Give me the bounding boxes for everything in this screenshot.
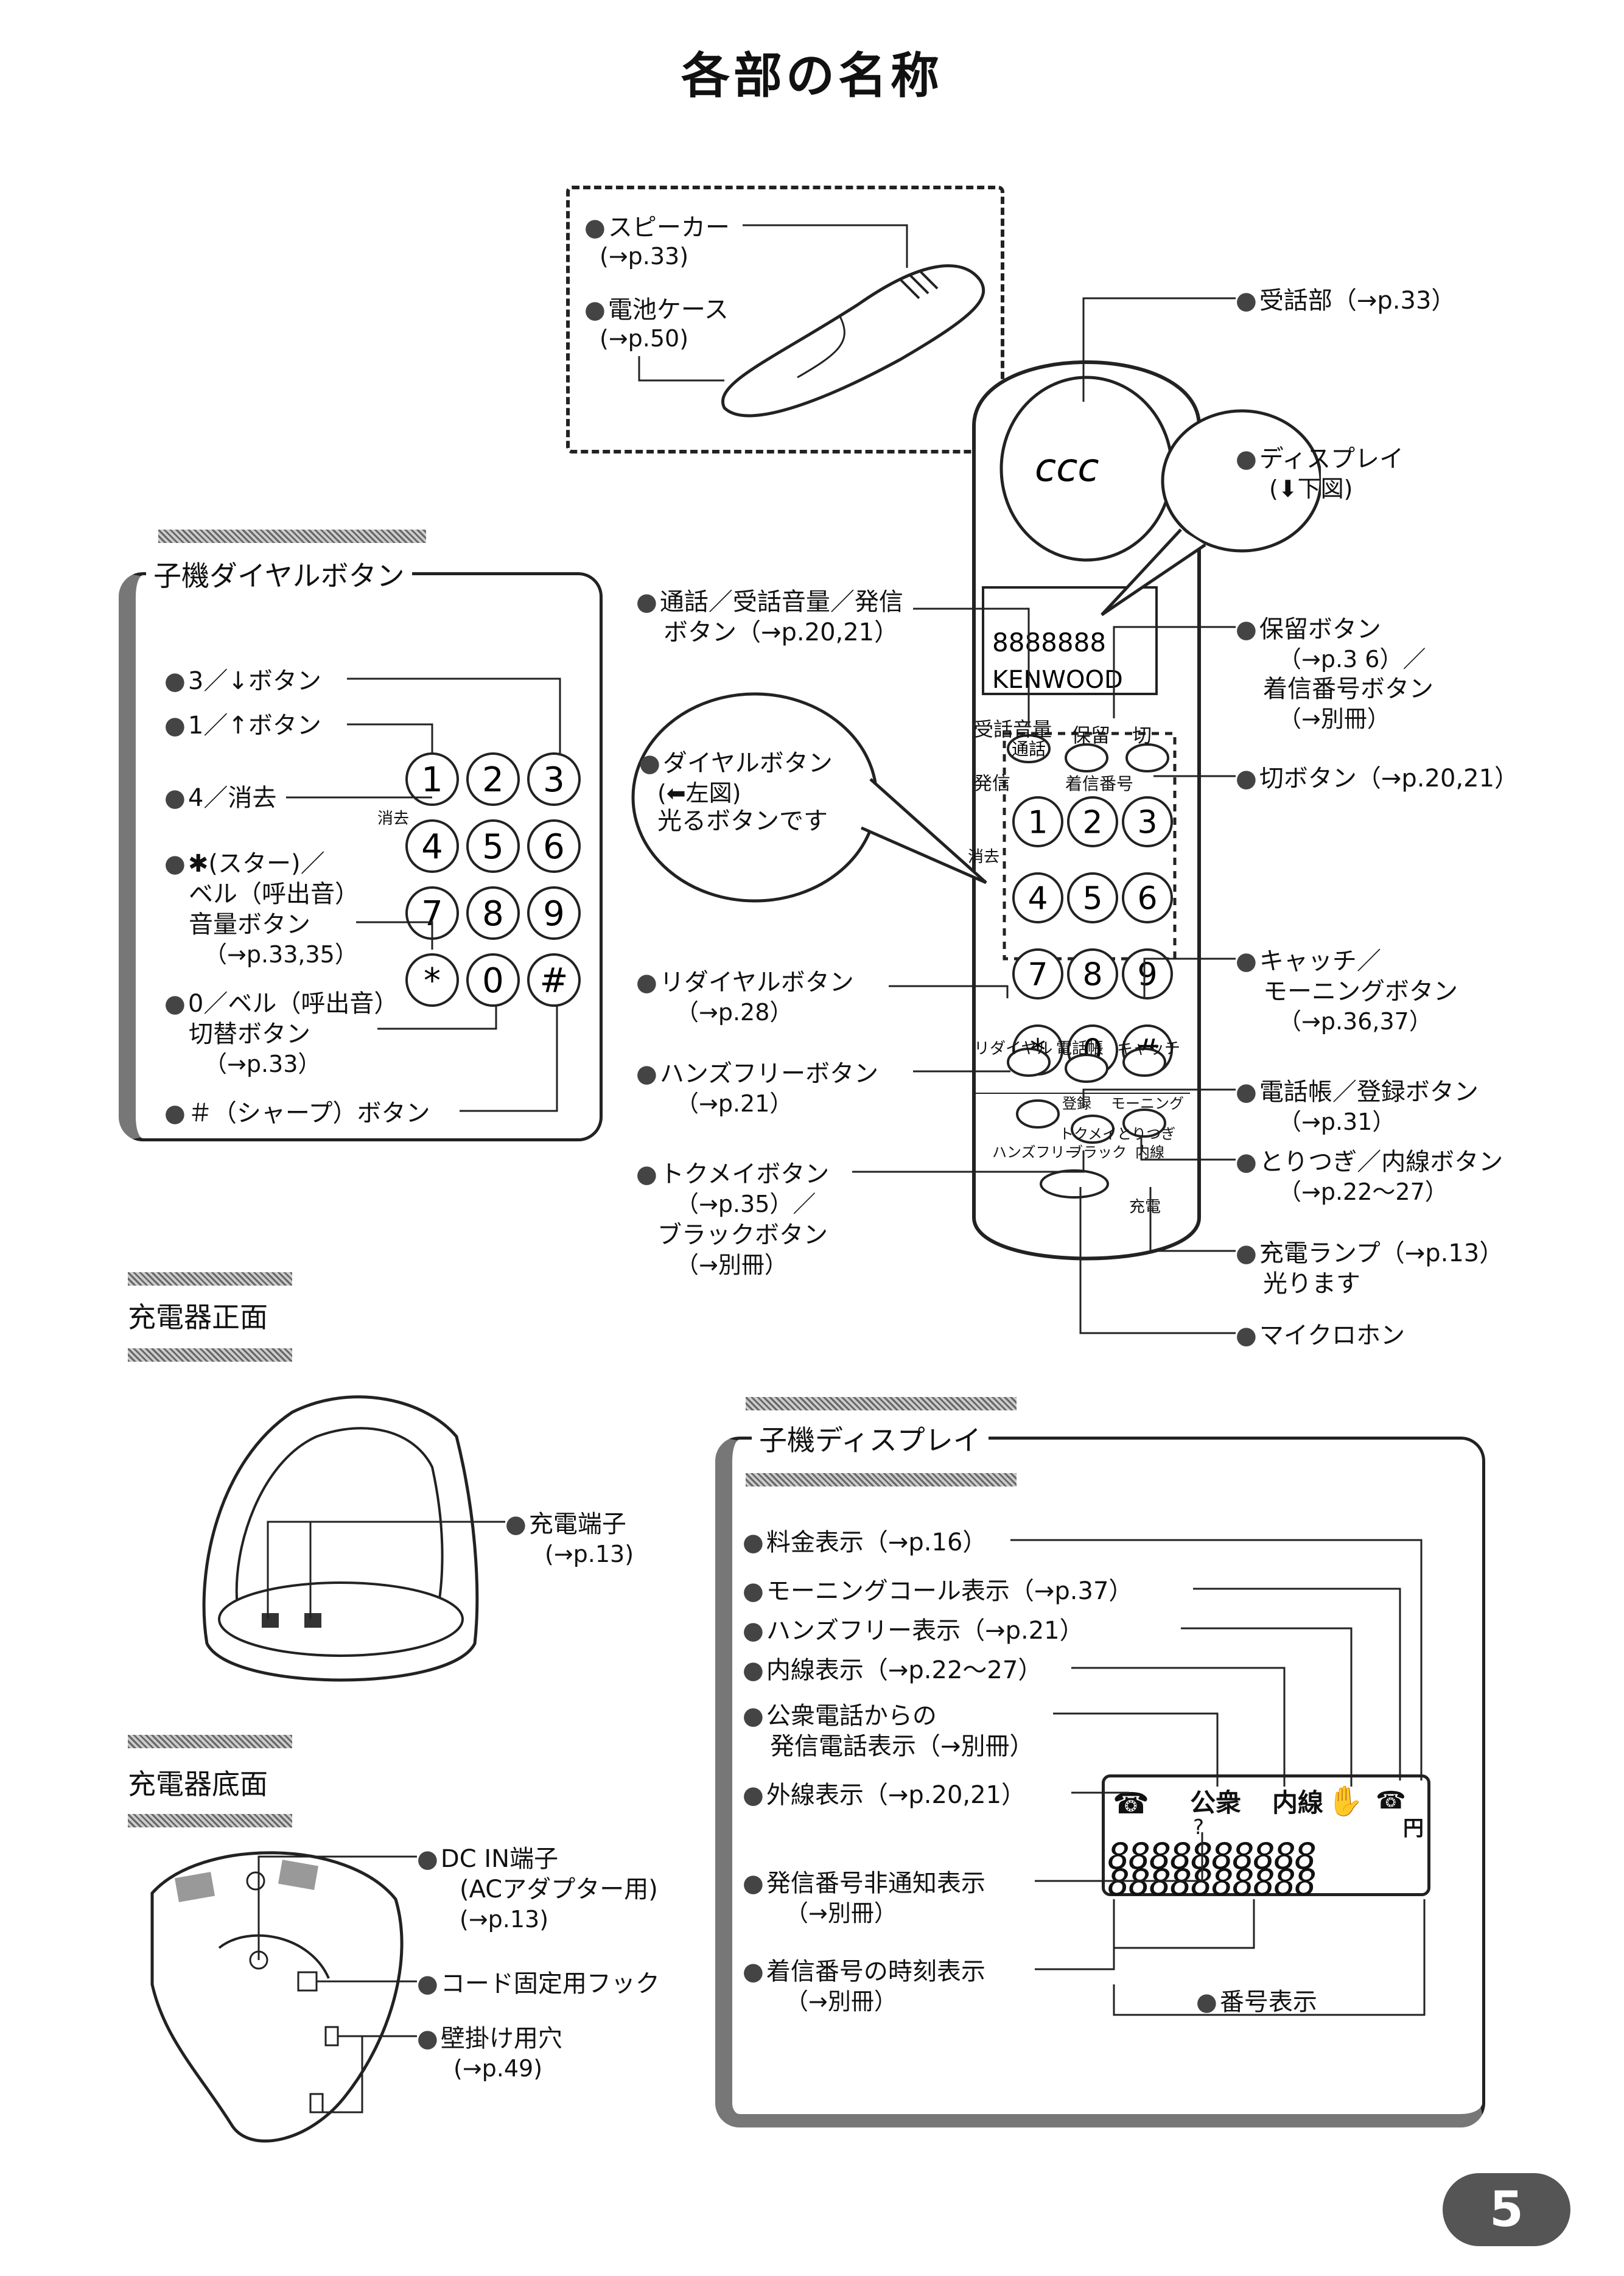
- page-number-badge: 5: [1443, 2173, 1570, 2246]
